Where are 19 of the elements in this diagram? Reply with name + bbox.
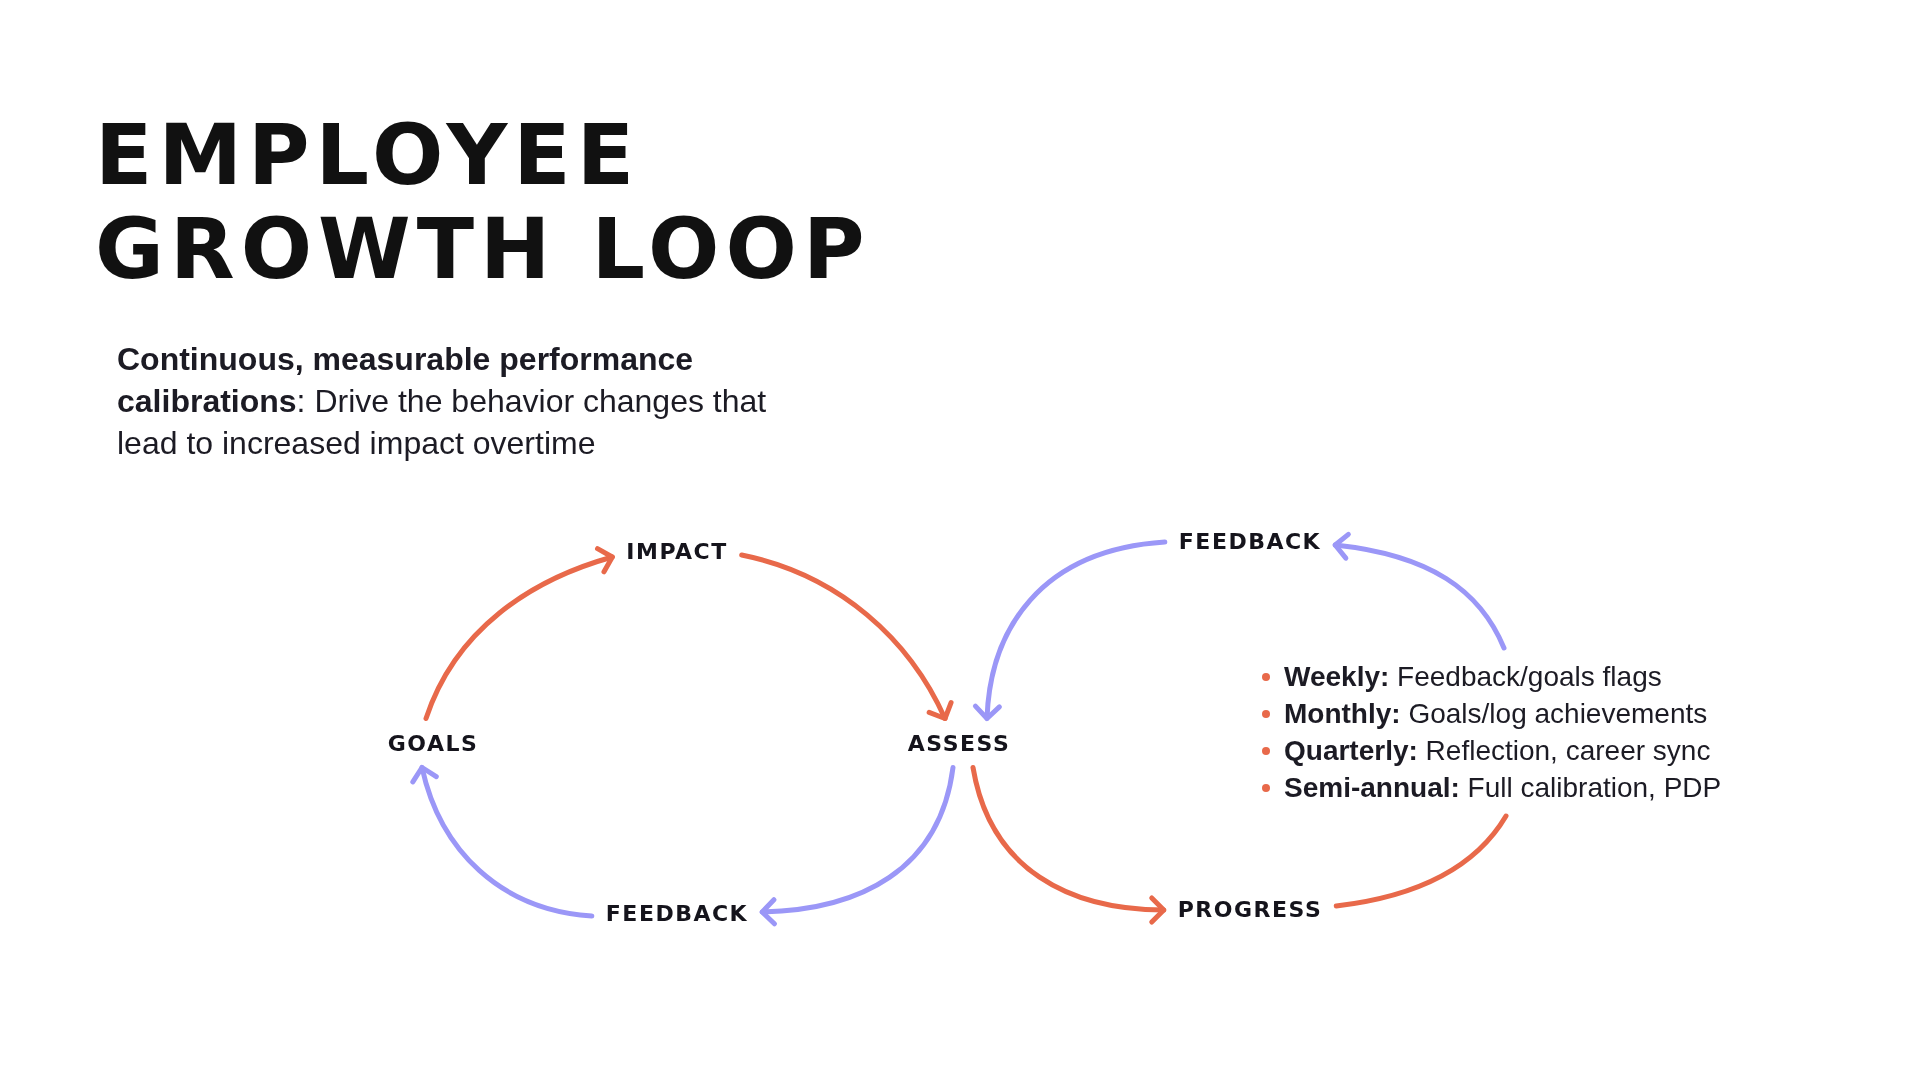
stage-label: IMPACT: [612, 526, 742, 576]
stage-label: FEEDBACK: [591, 888, 763, 938]
list-item: Semi-annual: Full calibration, PDP: [1262, 769, 1722, 806]
curved-arrow: [970, 765, 1167, 925]
curved-arrow: [739, 552, 953, 721]
list-item: Monthly: Goals/log achievements: [1262, 695, 1722, 732]
subtitle: Continuous, measurable performance calibrations: Drive the behavior changes that lead to increased impact overtime: [117, 340, 768, 463]
stage-label: PROGRESS: [1163, 884, 1337, 934]
list-item: Quarterly: Reflection, career sync: [1262, 732, 1722, 769]
curved-arrow: [423, 546, 615, 721]
curved-arrow: [1332, 532, 1507, 651]
stage-label: FEEDBACK: [1164, 516, 1336, 566]
curved-arrow: [759, 765, 956, 926]
curved-arrow: [411, 765, 595, 919]
curved-arrow: [973, 539, 1168, 721]
stage-label: ASSESS: [893, 718, 1025, 768]
stage-label: GOALS: [373, 718, 493, 768]
list-item: Weekly: Feedback/goals flags: [1262, 658, 1722, 695]
title: EMPLOYEE GROWTH LOOP: [95, 108, 872, 296]
